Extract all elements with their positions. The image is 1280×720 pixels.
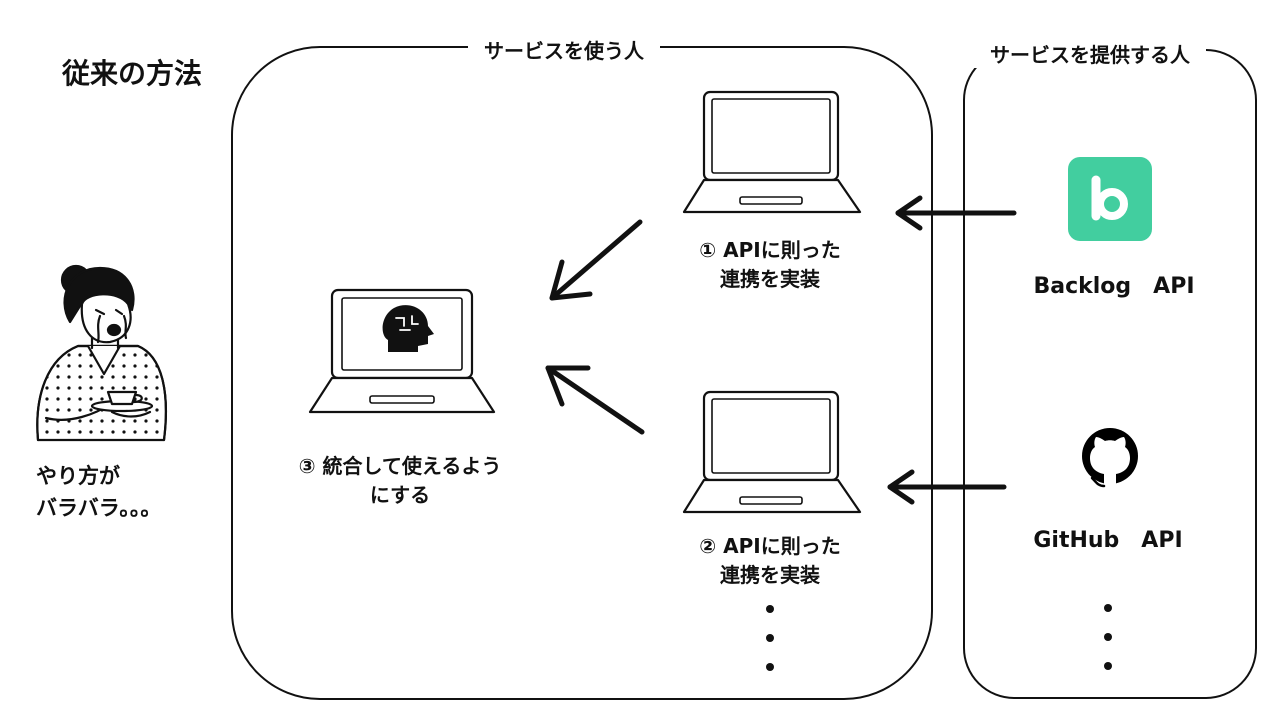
step1-laptop <box>682 90 862 214</box>
more-steps-indicator <box>766 605 774 671</box>
provider-frame-label: サービスを提供する人 <box>974 42 1206 68</box>
center-caption-line1: ③ 統合して使えるよう <box>298 454 502 478</box>
arrow-github-to-step2 <box>887 469 1007 505</box>
step1-caption-line1: ① APIに則った <box>699 238 841 262</box>
github-logo-icon <box>1082 428 1138 488</box>
step2-caption-line1: ② APIに則った <box>699 534 841 558</box>
crying-person-icon <box>36 264 167 442</box>
provider-frame <box>963 49 1257 699</box>
person-caption-line2: バラバラ。。。 <box>36 496 162 520</box>
user-frame-label: サービスを使う人 <box>468 38 660 64</box>
person-caption-line1: やり方が <box>36 464 120 488</box>
center-caption: ③ 統合して使えるよう にする <box>260 452 540 510</box>
step2-caption: ② APIに則った 連携を実装 <box>650 532 890 590</box>
github-api-label: GitHub API <box>1033 528 1183 553</box>
arrow-step2-to-center <box>545 365 645 435</box>
more-providers-indicator <box>1104 604 1112 670</box>
arrow-backlog-to-step1 <box>895 195 1017 231</box>
center-caption-line2: にする <box>369 483 431 507</box>
arrow-step1-to-center <box>549 219 643 301</box>
person-caption: やり方が バラバラ。。。 <box>36 460 161 524</box>
backlog-logo-icon <box>1068 157 1152 241</box>
step2-caption-line2: 連携を実装 <box>720 563 820 587</box>
step1-caption-line2: 連携を実装 <box>720 267 820 291</box>
backlog-api-label: Backlog API <box>1033 274 1195 299</box>
page-title: 従来の方法 <box>62 57 203 90</box>
ai-brain-head-icon <box>382 305 434 352</box>
center-laptop <box>308 288 496 414</box>
step1-caption: ① APIに則った 連携を実装 <box>650 236 890 294</box>
step2-laptop <box>682 390 862 514</box>
